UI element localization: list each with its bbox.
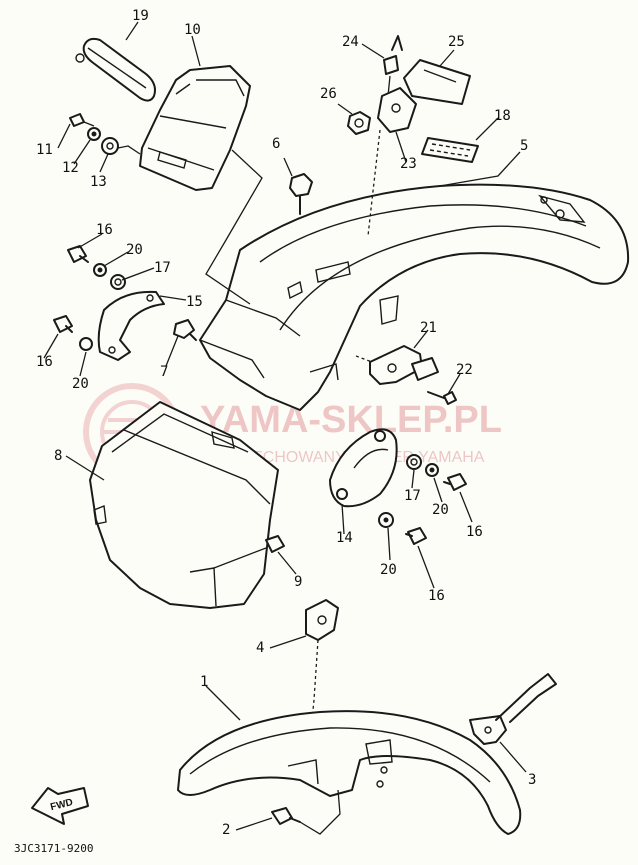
part-3-bracket [469,673,557,745]
callout-17-a: 17 [154,260,171,276]
callout-11: 11 [36,142,53,158]
callout-9: 9 [294,574,302,590]
leader-10-fender [205,149,263,305]
callout-16-b: 16 [36,354,53,370]
callout-21: 21 [420,320,437,336]
callout-20-c: 20 [432,502,449,518]
callout-16-a: 16 [96,222,113,238]
callout-labels: 19 10 24 25 26 18 11 12 13 6 23 5 16 20 … [36,8,536,838]
part-6-bolt [289,173,313,236]
catalog-code: 3JC3171-9200 [14,842,93,855]
fwd-arrow-icon: FWD [31,787,89,825]
callout-7: 7 [160,364,168,380]
callout-16-c: 16 [466,524,483,540]
part-23-bracket [377,87,417,133]
part-20-16-lower [378,512,427,545]
callout-17-b: 17 [404,488,421,504]
part-16-20-17-upper [67,245,126,290]
part-9-bolt [213,535,285,569]
callout-10: 10 [184,22,201,38]
callout-20-a: 20 [126,242,143,258]
callout-25: 25 [448,34,465,50]
part-21-bracket [355,345,439,385]
callout-2: 2 [222,822,230,838]
callout-20-b: 20 [72,376,89,392]
callout-8: 8 [54,448,62,464]
part-16-20-left [53,315,93,351]
part-2-bolt [271,789,341,835]
part-25-reflector [403,59,471,105]
part-10-housing [139,65,251,191]
callout-4: 4 [256,640,264,656]
callout-6: 6 [272,136,280,152]
callout-1: 1 [200,674,208,690]
part-26-nut [347,111,371,135]
callout-24: 24 [342,34,359,50]
watermark-main: YAMA-SKLEP.PL [200,399,502,441]
callout-20-d: 20 [380,562,397,578]
part-8-license-panel [89,401,279,609]
part-15-bracket [97,290,165,361]
callout-3: 3 [528,772,536,788]
part-11-12-13 [69,113,141,155]
callout-26: 26 [320,86,337,102]
part-18-label [421,137,479,163]
fwd-label: FWD [49,797,74,813]
callout-15: 15 [186,294,203,310]
callout-5: 5 [520,138,528,154]
part-24-screw [383,35,403,97]
part-17-20-16-right [406,454,467,491]
part-22-screw [427,391,457,405]
callout-18: 18 [494,108,511,124]
callout-19: 19 [132,8,149,24]
part-7-bolt [173,319,197,341]
callout-13: 13 [90,174,107,190]
callout-22: 22 [456,362,473,378]
callout-leaders [43,21,527,831]
part-19-seal [75,37,156,102]
callout-23: 23 [400,156,417,172]
part-5-rear-fender [199,183,630,411]
part-1-front-fender [177,710,522,835]
callout-16-d: 16 [428,588,445,604]
callout-14: 14 [336,530,353,546]
callout-12: 12 [62,160,79,176]
